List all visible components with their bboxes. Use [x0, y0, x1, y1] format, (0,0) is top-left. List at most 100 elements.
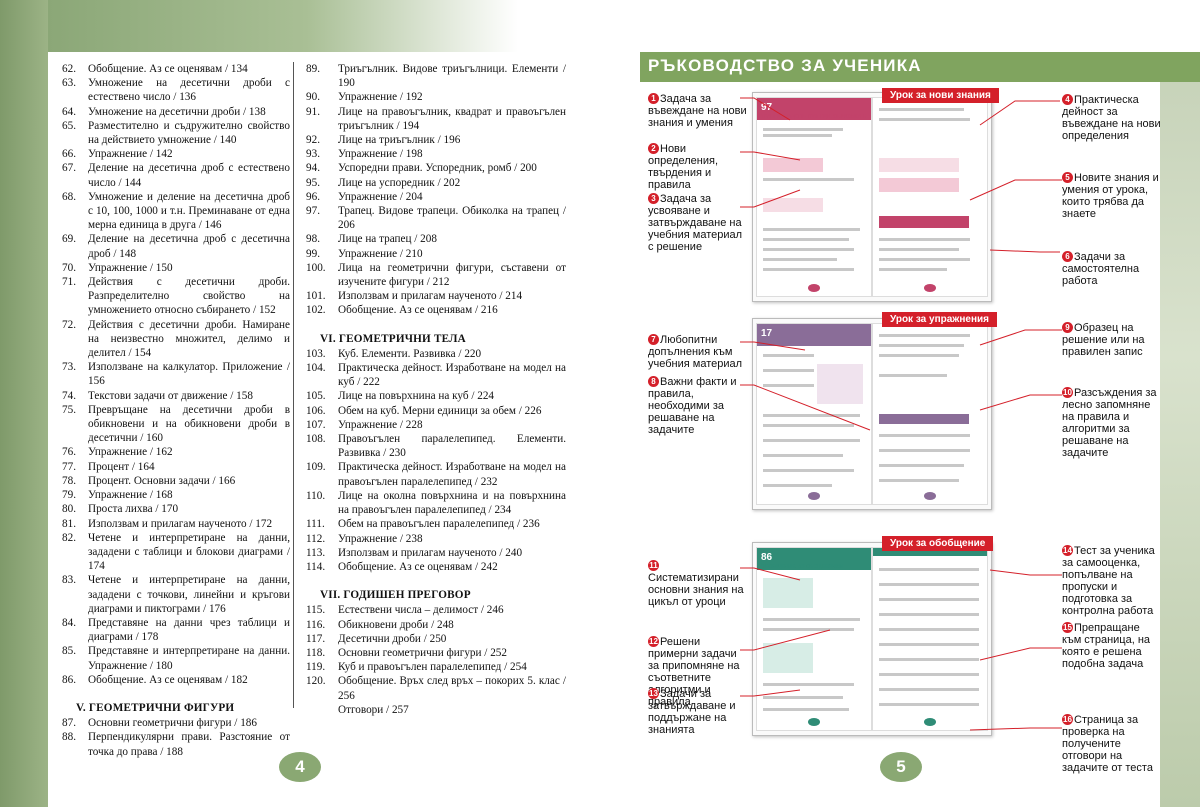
toc-entry-text: Лице на трапец / 208 [338, 233, 437, 246]
page-number-right: 5 [880, 752, 922, 782]
lesson-title: УПРАЖНЕНИЕ [761, 340, 797, 346]
folio-badge [923, 718, 936, 726]
toc-entry-number: 84. [62, 616, 76, 629]
text-line [878, 658, 980, 661]
rule-box [878, 178, 959, 192]
toc-entry-number: 90. [306, 91, 320, 104]
spread-page-right [871, 323, 988, 505]
toc-entry-number: 118. [306, 646, 326, 659]
text-line [878, 434, 971, 437]
toc-entry: 89.Триъгълник. Видове триъгълници. Елеме… [306, 62, 566, 90]
toc-entry: 66.Упражнение / 142 [62, 147, 290, 161]
toc-entry-number: 72. [62, 318, 76, 331]
folio-badge [923, 492, 936, 500]
toc-entry-text: Деление на десетична дроб с естествено ч… [88, 162, 290, 189]
toc-entry-number: 112. [306, 532, 326, 545]
toc-entry-number: 71. [62, 276, 76, 289]
toc-entry-number: 85. [62, 645, 76, 658]
text-line [763, 454, 843, 457]
toc-entry-number: 80. [62, 503, 76, 516]
toc-column-2: 89.Триъгълник. Видове триъгълници. Елеме… [306, 62, 566, 717]
toc-entry: 68.Умножение и деление на десетична дроб… [62, 190, 290, 233]
callout-number: 8 [648, 376, 659, 387]
toc-entry: 87.Основни геометрични фигури / 186 [62, 716, 290, 730]
toc-entry-number: 63. [62, 77, 76, 90]
text-line [763, 354, 815, 357]
toc-entry-number: 105. [306, 390, 326, 403]
text-line [763, 248, 855, 251]
text-line [763, 228, 861, 231]
toc-entry: 85.Представяне и интерпретиране на данни… [62, 644, 290, 672]
toc-entry-number: 79. [62, 489, 76, 502]
toc-entry-number: 75. [62, 403, 76, 416]
toc-entry: 63.Умножение на десетични дроби с естест… [62, 76, 290, 104]
toc-entry: 93.Упражнение / 198 [306, 147, 566, 161]
toc-entry: 99.Упражнение / 210 [306, 247, 566, 261]
toc-entry: 120.Обобщение. Връх след връх – покорих … [306, 674, 566, 702]
callout-text: Практическа дейност за въвеждане на нови… [1062, 94, 1161, 142]
callout-text: Систематизирани основни знания на цикъл … [648, 572, 744, 608]
toc-entry-text: Обобщение. Аз се оценявам / 182 [88, 673, 248, 686]
text-line [763, 369, 815, 372]
callout-number: 6 [1062, 251, 1073, 262]
toc-entry-number: 86. [62, 673, 76, 686]
toc-entry-number: 102. [306, 304, 326, 317]
toc-entry-number: 110. [306, 489, 326, 502]
toc-entry-text: Текстови задачи от движение / 158 [88, 389, 253, 402]
left-decor-strip [0, 0, 48, 807]
toc-entry-number: 120. [306, 675, 326, 688]
toc-entry-text: Упражнение / 228 [338, 418, 423, 431]
toc-entry: 83.Четене и интерпретиране на данни, зад… [62, 573, 290, 616]
toc-entry-number: 69. [62, 233, 76, 246]
toc-entry-number: 117. [306, 632, 326, 645]
toc-entry-text: Основни геометрични фигури / 252 [338, 646, 507, 659]
text-line [878, 248, 959, 251]
callout-number: 13 [648, 688, 659, 699]
toc-entry-text: Лице на успоредник / 202 [338, 176, 461, 189]
practice-header [878, 216, 969, 228]
toc-entry-text: Обикновени дроби / 248 [338, 618, 454, 631]
text-line [878, 688, 980, 691]
toc-entry: 109.Практическа дейност. Изработване на … [306, 460, 566, 488]
text-line [763, 469, 855, 472]
toc-entry: 108.Правоъгълен паралелепипед. Елементи.… [306, 432, 566, 460]
toc-entry: 77.Процент / 164 [62, 460, 290, 474]
toc-entry-text: Умножение на десетични дроби / 138 [88, 105, 266, 118]
toc-entry-number: 64. [62, 105, 76, 118]
toc-entry: 106.Обем на куб. Мерни единици за обем /… [306, 404, 566, 418]
text-line [763, 696, 843, 699]
text-line [878, 354, 959, 357]
toc-entry: 75.Превръщане на десетични дроби в обикн… [62, 403, 290, 446]
top-decor-band [48, 0, 518, 52]
spread-new-knowledge: 97 ТРАПЕЦ. ВИДОВЕ ТРАПЕЦИ. ОБИКОЛКА НА Т… [752, 92, 992, 302]
text-line [878, 268, 948, 271]
callout-text: Страница за проверка на получените отгов… [1062, 714, 1153, 774]
tab-summary: Урок за обобщение [882, 536, 994, 551]
toc-entry-text: Обобщение. Аз се оценявам / 242 [338, 560, 498, 573]
toc-entry-text: Обобщение. Аз се оценявам / 216 [338, 304, 498, 317]
text-line [763, 628, 855, 631]
callout-number: 11 [648, 560, 659, 571]
text-line [878, 598, 980, 601]
toc-entry: Отговори / 257 [306, 703, 566, 717]
text-line [763, 618, 861, 621]
toc-entry-text: Упражнение / 168 [88, 489, 173, 502]
toc-entry-text: Практическа дейност. Изработване на моде… [338, 362, 566, 389]
section-heading-v: V. ГЕОМЕТРИЧНИ ФИГУРИ [76, 701, 235, 714]
toc-entry-number: 77. [62, 460, 76, 473]
text-line [763, 128, 843, 131]
toc-entry-text: Умножение и деление на десетична дроб с … [88, 190, 290, 232]
page-header [872, 548, 987, 556]
toc-entry-text: Трапец. Видове трапеци. Обиколка на трап… [338, 205, 566, 232]
callout-text: Задачи за самостоятелна работа [1062, 251, 1140, 287]
toc-entry: 84.Представяне на данни чрез таблици и д… [62, 616, 290, 644]
spread-practice: 17 УПРАЖНЕНИЕ [752, 318, 992, 510]
text-line [763, 384, 815, 387]
toc-entry-text: Обем на куб. Мерни единици за обем / 226 [338, 404, 542, 417]
toc-entry-number: 99. [306, 247, 320, 260]
toc-entry: 86. Обобщение. Аз се оценявам / 182 [62, 673, 290, 687]
right-decor-strip [1160, 56, 1200, 807]
toc-entry: 115.Естествени числа – делимост / 246 [306, 603, 566, 617]
